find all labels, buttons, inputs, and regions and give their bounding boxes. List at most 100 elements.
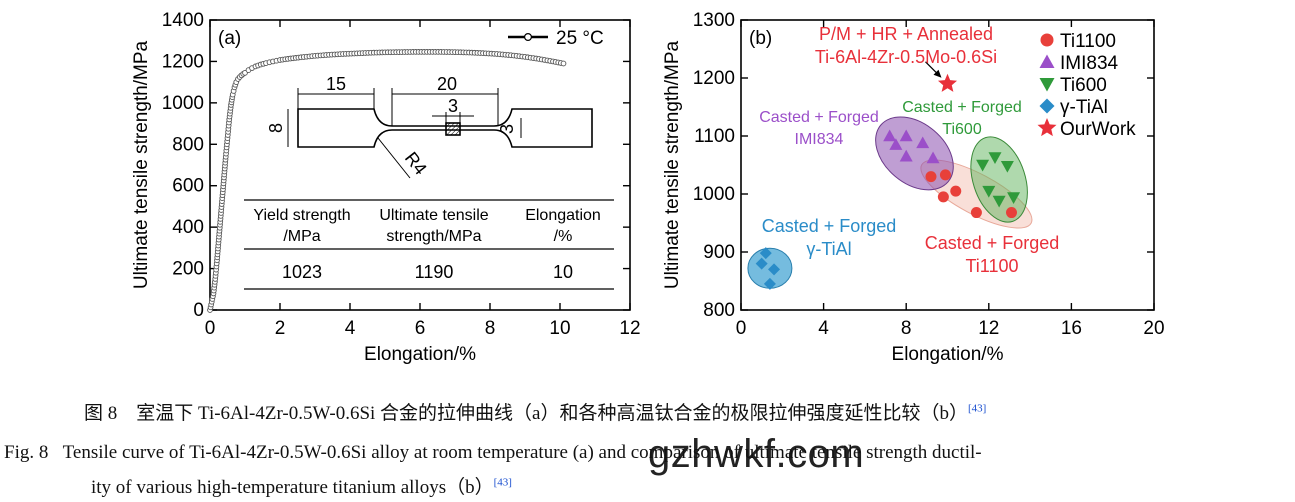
b-point <box>970 207 982 219</box>
a-x-tick-label: 6 <box>415 318 426 339</box>
b-legend-label: IMI834 <box>1060 53 1119 74</box>
a-dim-leader <box>377 137 411 179</box>
a-x-axis-label: Elongation/% <box>364 344 476 365</box>
b-series-ourwork <box>937 73 958 92</box>
b-annotation-text: γ-TiAl <box>806 239 851 259</box>
a-specimen-gauge <box>445 122 461 136</box>
a-y-tick-label: 1000 <box>162 93 204 114</box>
b-point <box>889 138 903 150</box>
caption-fig-number: Fig. 8 <box>4 442 49 463</box>
b-legend-marker <box>1040 33 1054 47</box>
a-inset-specimen <box>297 108 593 148</box>
b-ellipse-imi834 <box>875 116 954 191</box>
b-x-tick-label: 4 <box>818 318 829 339</box>
a-panel-label: (a) <box>218 28 241 49</box>
b-legend-label: OurWork <box>1060 119 1136 140</box>
a-table-header: /% <box>554 228 573 245</box>
b-point <box>992 195 1006 208</box>
b-x-tick-label: 8 <box>901 318 912 339</box>
a-dim-label: 3 <box>448 96 458 116</box>
a-table-cell: 1023 <box>282 262 322 282</box>
a-dim-label: 15 <box>326 74 346 94</box>
caption-english-line2: ity of various high-temperature titanium… <box>91 472 512 499</box>
b-annotation: Casted + Forged γ-TiAl <box>762 216 897 259</box>
b-annotation-arrowhead <box>933 69 942 78</box>
b-annotation-text: IMI834 <box>795 131 844 148</box>
b-y-tick-label: 1100 <box>694 126 735 147</box>
b-y-axis-label: Ultimate tensile strength/MPa <box>662 40 683 289</box>
a-x-tick-label: 0 <box>205 318 216 339</box>
b-point <box>755 257 768 270</box>
b-point <box>1007 192 1021 204</box>
b-y-tick-label: 1000 <box>693 184 735 205</box>
b-point <box>976 159 990 172</box>
b-y-tick-label: 1200 <box>693 68 735 89</box>
b-legend-marker <box>1037 118 1057 137</box>
caption-chinese-text: 图 8 室温下 Ti-6Al-4Zr-0.5W-0.6Si 合金的拉伸曲线（a）… <box>84 403 968 424</box>
a-x-tick-label: 12 <box>619 318 640 339</box>
b-point <box>925 171 937 183</box>
b-annotation-text: Casted + Forged <box>925 233 1060 253</box>
a-y-tick-label: 0 <box>193 300 204 321</box>
a-table-header: strength/MPa <box>386 228 481 245</box>
b-x-tick-label: 16 <box>1061 318 1082 339</box>
a-specimen-dims <box>287 88 522 179</box>
b-point <box>988 152 1002 164</box>
b-annotation-text: P/M + HR + Annealed <box>819 24 993 44</box>
a-table-header: /MPa <box>283 228 320 245</box>
b-point <box>1006 207 1018 219</box>
b-annotation-text: Ti1100 <box>965 256 1018 276</box>
b-legend-label: γ-TiAl <box>1060 97 1108 118</box>
b-point <box>883 129 897 142</box>
b-point <box>899 129 913 142</box>
a-table-header: Yield strength <box>253 207 350 224</box>
b-annotation-text: Casted + Forged <box>762 216 897 236</box>
b-legend-marker <box>1039 78 1055 92</box>
b-plot-frame <box>740 19 1155 311</box>
a-y-tick-label: 200 <box>172 259 204 280</box>
b-legend-label: Ti600 <box>1060 75 1107 96</box>
b-annotation: P/M + HR + AnnealedTi-6Al-4Zr-0.5Mo-0.6S… <box>815 24 997 67</box>
caption-english-text-1: Tensile curve of Ti-6Al-4Zr-0.5W-0.6Si a… <box>62 442 982 463</box>
b-y-tick-label: 1300 <box>693 10 735 31</box>
caption-chinese-ref[interactable]: [43] <box>968 402 987 415</box>
a-y-tick-label: 1200 <box>162 51 204 72</box>
a-y-tick-label: 400 <box>172 217 204 238</box>
watermark: gzhwkf.com <box>648 432 865 476</box>
a-legend-label: 25 °C <box>556 28 604 49</box>
a-table-cell: 10 <box>553 262 573 282</box>
b-point <box>1000 160 1014 173</box>
a-x-tick-label: 2 <box>275 318 286 339</box>
a-dim-label: 3 <box>497 124 517 134</box>
a-table-cell: 1190 <box>415 262 454 282</box>
b-y-tick-label: 900 <box>703 242 735 263</box>
b-point <box>926 151 940 164</box>
a-dim-label: R4 <box>401 148 431 178</box>
b-point <box>937 191 949 203</box>
a-table-header: Elongation <box>525 207 601 224</box>
b-point <box>916 136 930 149</box>
a-dim-label: 20 <box>437 74 457 94</box>
b-y-tick-label: 800 <box>703 300 735 321</box>
b-panel-label: (b) <box>749 28 772 49</box>
b-point <box>950 185 962 197</box>
b-annotation-text: Casted + Forged <box>902 99 1022 116</box>
a-specimen-outline <box>297 108 593 148</box>
a-legend-marker <box>523 32 532 41</box>
b-series-ti600 <box>976 152 1021 208</box>
b-x-axis-label: Elongation/% <box>892 344 1004 365</box>
a-curve-point <box>560 60 567 67</box>
b-legend-marker <box>1039 54 1055 68</box>
caption-chinese: 图 8 室温下 Ti-6Al-4Zr-0.5W-0.6Si 合金的拉伸曲线（a）… <box>84 398 986 425</box>
b-legend-marker <box>1039 98 1055 114</box>
caption-english-ref[interactable]: [43] <box>493 476 512 489</box>
a-y-tick-label: 800 <box>172 134 204 155</box>
a-x-tick-label: 10 <box>549 318 570 339</box>
a-x-tick-label: 8 <box>485 318 496 339</box>
b-point <box>763 277 776 290</box>
